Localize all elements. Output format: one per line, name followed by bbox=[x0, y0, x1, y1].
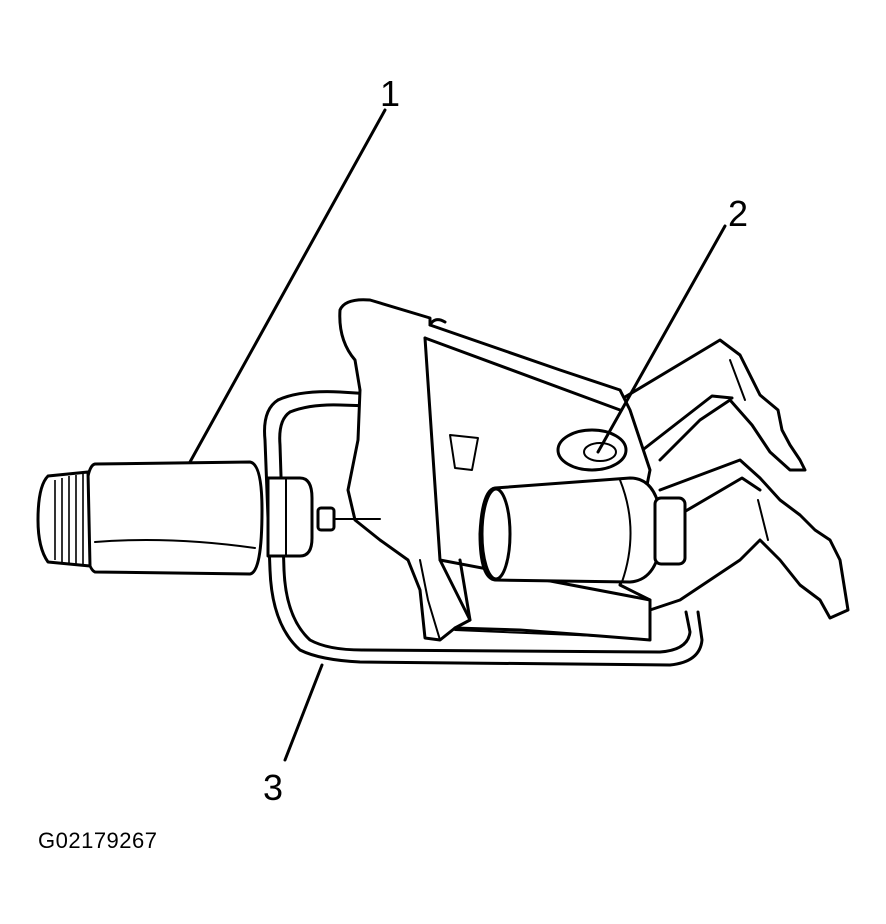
mounting-bracket bbox=[263, 390, 704, 667]
leader-line-3 bbox=[283, 663, 324, 762]
connector-shaft bbox=[36, 460, 381, 576]
callout-label-2: 2 bbox=[728, 193, 749, 234]
leader-line-2 bbox=[596, 224, 727, 454]
leader-lines bbox=[188, 108, 727, 762]
leader-line-1 bbox=[188, 108, 387, 464]
figure-code: G02179267 bbox=[38, 828, 158, 853]
callout-label-1: 1 bbox=[380, 73, 401, 114]
bracket-arms bbox=[618, 338, 850, 620]
cylinder-component bbox=[478, 428, 687, 584]
callout-label-3: 3 bbox=[263, 767, 284, 808]
